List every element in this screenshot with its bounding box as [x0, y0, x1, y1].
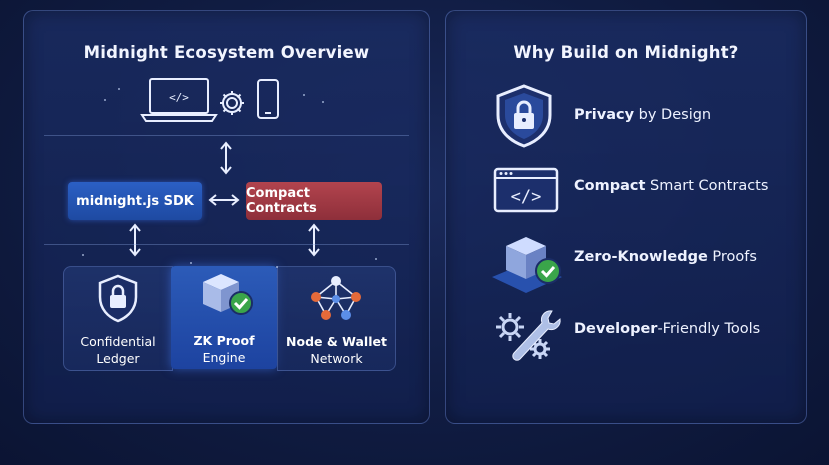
module-label-line1: Node & Wallet — [286, 334, 387, 349]
star-decoration — [322, 101, 324, 103]
module-label-line1: Confidential — [80, 334, 156, 349]
star-decoration — [82, 254, 84, 256]
benefit-developer-tools: Developer-Friendly Tools — [574, 321, 761, 337]
module-label-line2: Network — [310, 351, 363, 366]
cube-check-icon — [203, 274, 253, 315]
benefit-compact: Compact Smart Contracts — [574, 178, 769, 194]
node-wallet-network-module: Node & Wallet Network — [277, 266, 396, 371]
confidential-ledger-module: Confidential Ledger — [63, 266, 173, 371]
star-decoration — [190, 262, 192, 264]
gear-icon — [220, 91, 244, 115]
sdk-box: midnight.js SDK — [68, 182, 202, 220]
module-label: ZK Proof Engine — [171, 332, 277, 366]
star-decoration — [375, 258, 377, 260]
module-label: Confidential Ledger — [64, 333, 172, 367]
zk-proof-engine-module: ZK Proof Engine — [171, 266, 277, 369]
star-decoration — [104, 99, 106, 101]
star-decoration — [276, 266, 278, 268]
module-label-line1: ZK Proof — [193, 333, 255, 348]
shield-lock-icon — [496, 84, 552, 148]
shield-lock-icon — [98, 274, 138, 323]
vertical-arrow-icon — [129, 223, 141, 257]
benefit-privacy: Privacy by Design — [574, 107, 712, 123]
divider-bottom — [44, 244, 409, 245]
module-label-line2: Ledger — [96, 351, 140, 366]
star-decoration — [118, 88, 120, 90]
ecosystem-overview-title: Midnight Ecosystem Overview — [83, 43, 370, 62]
benefit-zero-knowledge: Zero-Knowledge Proofs — [574, 249, 757, 265]
vertical-arrow-icon — [308, 223, 320, 257]
laptop-code-glyph: </> — [169, 91, 189, 104]
smartphone-icon — [257, 79, 279, 119]
laptop-icon: </> — [140, 78, 218, 122]
code-window-icon: </> — [493, 167, 559, 213]
ecosystem-overview-panel: Midnight Ecosystem Overview </> midnight… — [23, 10, 430, 424]
network-nodes-icon — [311, 276, 361, 320]
cube-check-icon — [492, 237, 562, 293]
module-label-line2: Engine — [202, 350, 246, 365]
code-glyph: </> — [511, 187, 542, 207]
module-label: Node & Wallet Network — [278, 333, 395, 367]
divider-top — [44, 135, 409, 136]
star-decoration — [303, 94, 305, 96]
why-build-panel: Why Build on Midnight? Privacy by Design… — [445, 10, 807, 424]
gears-wrench-icon — [496, 310, 561, 361]
why-build-title: Why Build on Midnight? — [513, 43, 739, 62]
vertical-arrow-icon — [220, 141, 232, 175]
horizontal-arrow-icon — [208, 194, 240, 206]
compact-contracts-box: Compact Contracts — [246, 182, 382, 220]
